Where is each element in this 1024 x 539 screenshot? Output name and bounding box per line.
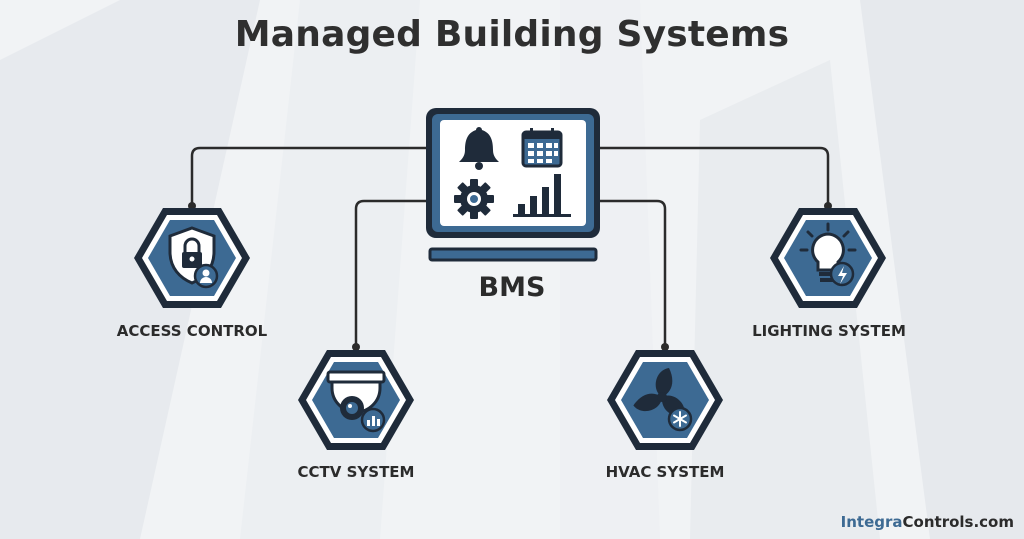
brand-part1: Integra xyxy=(840,513,903,531)
connector-hvac xyxy=(600,199,667,347)
lighting-system-node xyxy=(770,208,886,308)
security-camera-icon xyxy=(326,370,386,433)
fan-snowflake-icon xyxy=(633,368,693,432)
lightbulb-bolt-icon xyxy=(799,222,857,287)
hvac-system-label: HVAC SYSTEM xyxy=(605,463,725,481)
brand-watermark: IntegraControls.com xyxy=(841,513,1014,531)
connector-lighting xyxy=(600,146,830,206)
shield-lock-icon xyxy=(168,226,219,289)
page-title: Managed Building Systems xyxy=(234,14,790,55)
brand-part2: Controls.com xyxy=(902,513,1014,531)
access-control-label: ACCESS CONTROL xyxy=(116,322,268,340)
bar-chart-icon xyxy=(513,174,571,217)
cctv-system-label: CCTV SYSTEM xyxy=(297,463,415,481)
bms-monitor xyxy=(426,108,600,262)
bell-icon xyxy=(459,127,499,170)
lighting-system-label: LIGHTING SYSTEM xyxy=(752,322,906,340)
connector-access-control xyxy=(190,146,426,206)
gear-icon xyxy=(454,179,494,219)
connector-cctv xyxy=(354,199,426,347)
cctv-system-node xyxy=(298,350,414,450)
hvac-system-node xyxy=(607,350,723,450)
bms-label: BMS xyxy=(478,272,546,303)
access-control-node xyxy=(134,208,250,308)
calendar-icon xyxy=(521,128,563,168)
